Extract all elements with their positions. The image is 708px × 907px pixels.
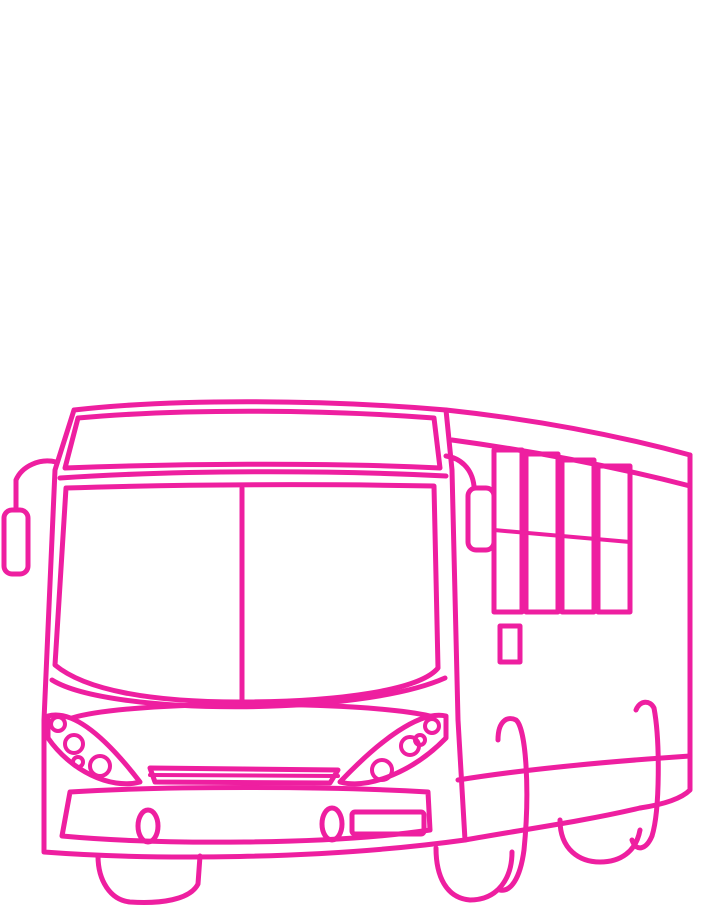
side-wheel-front [495, 716, 530, 893]
license-plate [349, 809, 427, 837]
bus-side-lower-line [455, 753, 693, 783]
headlight-left-lamp-4 [71, 755, 85, 769]
wheel-arch-rear [557, 817, 643, 865]
headlight-left-lamp-3 [88, 754, 112, 778]
front-wheel-left [95, 853, 203, 905]
fog-light-right [319, 805, 345, 843]
headlight-right-lamp-1 [423, 717, 441, 735]
bumper-outline [59, 785, 433, 845]
front-wheel-right [433, 845, 515, 903]
windshield-outline [52, 482, 441, 705]
mirror-left-arm [13, 458, 59, 513]
side-marker [497, 623, 523, 665]
front-panel-curve [69, 701, 433, 721]
headlight-right-lamp-3 [370, 758, 394, 782]
side-wheel-rear [629, 699, 661, 851]
headlight-right-housing [337, 712, 449, 787]
bus-roof-side [443, 407, 693, 458]
headlight-right-lamp-4 [413, 733, 427, 747]
destination-sign-outline [62, 408, 443, 471]
mirror-right-arm [443, 453, 477, 489]
destination-sign-lower-edge [57, 469, 449, 481]
headlight-left-lamp-2 [63, 733, 85, 755]
fog-light-left [135, 807, 161, 845]
grille-bar [148, 773, 340, 778]
mirror-right [465, 485, 497, 553]
headlight-left-housing [45, 712, 143, 787]
mirror-left [1, 507, 31, 577]
side-window-divider [492, 528, 632, 544]
headlight-left-lamp-1 [49, 715, 67, 733]
bus-side-skirt [462, 805, 643, 843]
bus-rear-edge [637, 452, 693, 811]
grille-outline [147, 765, 341, 786]
